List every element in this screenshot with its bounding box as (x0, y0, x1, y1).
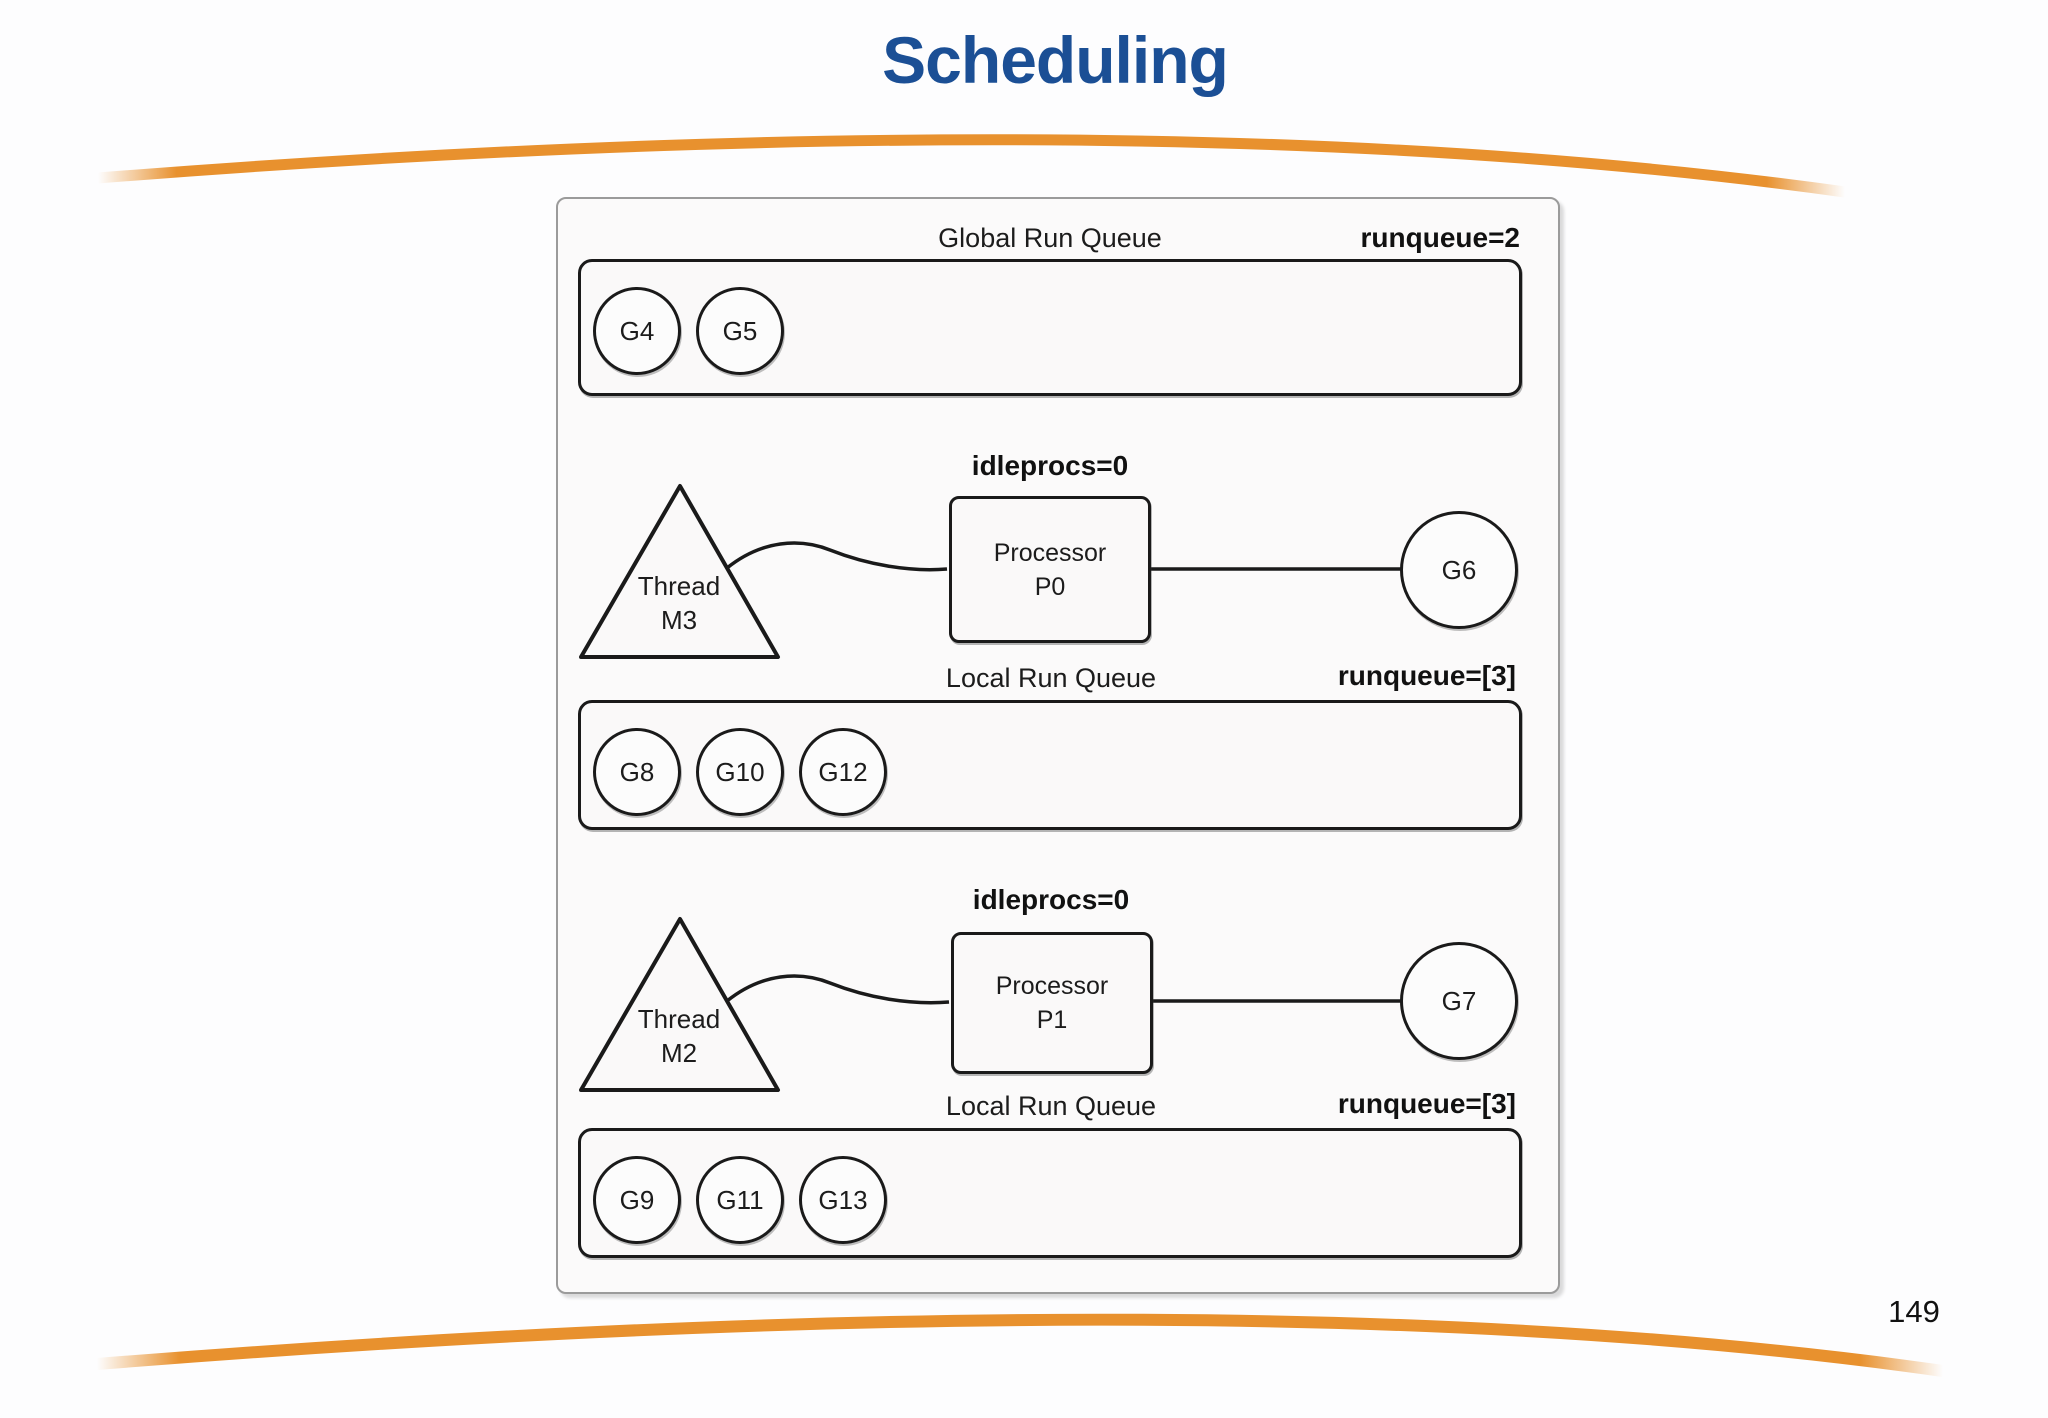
processor-p1-box: Processor P1 (951, 932, 1153, 1074)
bottom-swoosh-decoration (96, 1313, 1944, 1377)
local-run-queue-label-p0: Local Run Queue (945, 663, 1157, 693)
thread-m2-id-label: M2 (660, 1038, 698, 1068)
idleprocs-label-p1: idleprocs=0 (972, 884, 1130, 915)
thread-m3-id-label: M3 (660, 605, 698, 635)
processor-p1-id: P1 (1036, 1006, 1068, 1034)
local-runqueue-counter-p1: runqueue=[3] (1337, 1088, 1516, 1119)
processor-p0-box: Processor P0 (949, 496, 1151, 643)
global-run-queue-label: Global Run Queue (938, 223, 1162, 253)
running-goroutine-circle: G6 (1400, 511, 1518, 629)
goroutine-circle: G10 (696, 728, 784, 816)
slide-title: Scheduling (882, 23, 1229, 97)
goroutine-circle: G5 (696, 287, 784, 375)
goroutine-circle: G9 (593, 1156, 681, 1244)
local-run-queue-label-p1: Local Run Queue (945, 1091, 1157, 1121)
processor-p0-id: P0 (1034, 572, 1066, 601)
page-number: 149 (1888, 1294, 1940, 1329)
goroutine-circle: G13 (799, 1156, 887, 1244)
goroutine-circle: G4 (593, 287, 681, 375)
thread-m2-name-label: Thread (637, 1004, 721, 1034)
processor-p1-name: Processor (995, 972, 1109, 1000)
top-swoosh-decoration (97, 134, 1846, 198)
goroutine-circle: G8 (593, 728, 681, 816)
goroutine-circle: G12 (799, 728, 887, 816)
local-runqueue-counter-p0: runqueue=[3] (1337, 660, 1516, 691)
global-runqueue-counter: runqueue=2 (1360, 222, 1520, 253)
running-goroutine-circle: G7 (1400, 942, 1518, 1060)
thread-m3-name-label: Thread (637, 571, 721, 601)
processor-p0-name: Processor (993, 538, 1107, 567)
idleprocs-label-p0: idleprocs=0 (971, 450, 1129, 481)
goroutine-circle: G11 (696, 1156, 784, 1244)
